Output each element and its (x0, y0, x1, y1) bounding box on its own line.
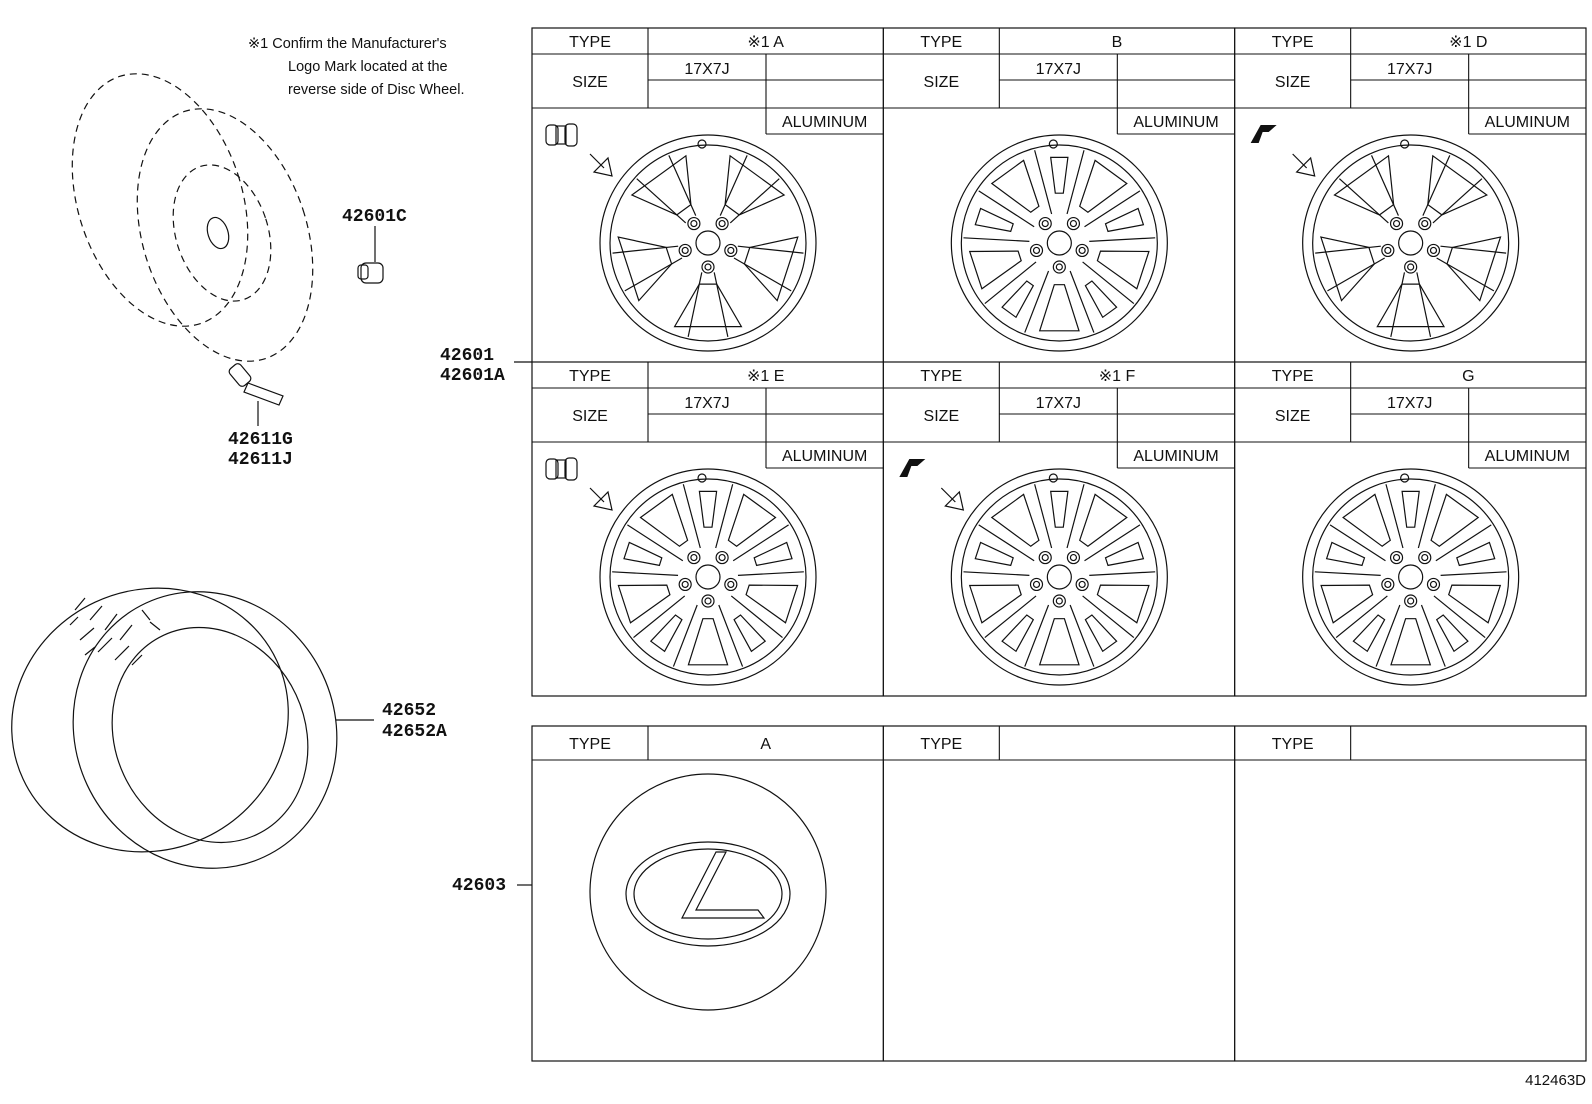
type-value: ※1 F (1099, 368, 1136, 385)
type-value: ※1 D (1449, 34, 1487, 51)
material-value: ALUMINUM (1133, 114, 1218, 131)
cap-cell-2[interactable]: TYPE (882, 725, 1236, 1062)
size-value: 17X7J (684, 395, 729, 412)
part-number-tire-2[interactable]: 42652A (382, 722, 447, 742)
cap-cell-1[interactable]: TYPE A (531, 725, 884, 1062)
type-value: A (760, 736, 771, 753)
type-value: ※1 A (747, 34, 784, 51)
material-value: ALUMINUM (1485, 114, 1570, 131)
wheel-table: TYPE ※1 A SIZE 17X7J ALUMINUM TYPE B SIZE 17X7J A… (531, 27, 1587, 697)
wheel-drawing-5 (950, 468, 1168, 686)
size-label: SIZE (572, 74, 608, 91)
wheel-cell-3[interactable]: TYPE ※1 D SIZE 17X7J ALUMINUM (1234, 27, 1587, 363)
tire-drawing (11, 587, 338, 869)
size-label: SIZE (924, 74, 960, 91)
flag-logo-icon (899, 459, 965, 511)
type-label: TYPE (920, 368, 962, 385)
part-number-valve-cap[interactable]: 42601C (342, 207, 407, 227)
note-line-2: Logo Mark located at the (288, 59, 448, 75)
type-label: TYPE (1272, 368, 1314, 385)
material-value: ALUMINUM (782, 448, 867, 465)
part-number-wheel-1[interactable]: 42601 (440, 346, 494, 366)
part-number-tire-1[interactable]: 42652 (382, 701, 436, 721)
part-number-wheel-2[interactable]: 42601A (440, 366, 505, 386)
wheel-drawing-3 (1302, 134, 1520, 352)
wheel-cell-2[interactable]: TYPE B SIZE 17X7J ALUMINUM (882, 27, 1236, 363)
part-number-valve-2[interactable]: 42611J (228, 450, 293, 470)
type-label: TYPE (1272, 34, 1314, 51)
size-label: SIZE (1275, 408, 1311, 425)
type-label: TYPE (569, 34, 611, 51)
part-number-cap[interactable]: 42603 (452, 876, 506, 896)
material-value: ALUMINUM (1485, 448, 1570, 465)
material-value: ALUMINUM (782, 114, 867, 131)
note-line-1: ※1 Confirm the Manufacturer's (248, 36, 447, 52)
wheel-drawing-6 (1302, 468, 1520, 686)
cap-table-frame (531, 725, 1587, 1062)
size-value: 17X7J (1387, 61, 1432, 78)
center-cap-drawing (589, 773, 827, 1011)
type-label: TYPE (569, 368, 611, 385)
type-value: ※1 E (747, 368, 784, 385)
type-label: TYPE (920, 34, 962, 51)
wheel-cell-1[interactable]: TYPE ※1 A SIZE 17X7J ALUMINUM (531, 27, 884, 363)
logo-note: ※1 Confirm the Manufacturer's Logo Mark … (248, 36, 464, 98)
wheel-cell-6[interactable]: TYPE G SIZE 17X7J ALUMINUM (1234, 361, 1587, 697)
type-label: TYPE (1272, 736, 1314, 753)
valve-logo-icon (545, 123, 613, 177)
size-value: 17X7J (1036, 61, 1081, 78)
note-line-3: reverse side of Disc Wheel. (288, 82, 464, 98)
type-value: B (1112, 34, 1123, 51)
type-value: G (1462, 368, 1474, 385)
valve-logo-icon (545, 457, 613, 511)
size-value: 17X7J (1036, 395, 1081, 412)
type-label: TYPE (920, 736, 962, 753)
lexus-logo-icon (681, 851, 766, 919)
valve-cap-drawing (357, 226, 384, 284)
valve-drawing (228, 363, 284, 426)
spare-wheel-drawing (71, 73, 314, 362)
part-number-valve-1[interactable]: 42611G (228, 430, 293, 450)
cap-table: TYPE A TYPE TYPE (531, 725, 1587, 1062)
flag-logo-icon (1250, 125, 1316, 177)
wheel-drawing-1 (599, 134, 817, 352)
wheel-drawing-4 (599, 468, 817, 686)
wheel-drawing-2 (950, 134, 1168, 352)
cap-cell-3[interactable]: TYPE (1234, 725, 1587, 1062)
size-label: SIZE (1275, 74, 1311, 91)
size-value: 17X7J (1387, 395, 1432, 412)
size-label: SIZE (572, 408, 608, 425)
wheel-cell-5[interactable]: TYPE ※1 F SIZE 17X7J ALUMINUM (882, 361, 1236, 697)
size-value: 17X7J (684, 61, 729, 78)
size-label: SIZE (924, 408, 960, 425)
diagram-id: 412463D (1525, 1072, 1586, 1089)
wheel-cell-4[interactable]: TYPE ※1 E SIZE 17X7J ALUMINUM (531, 361, 884, 697)
type-label: TYPE (569, 736, 611, 753)
material-value: ALUMINUM (1133, 448, 1218, 465)
